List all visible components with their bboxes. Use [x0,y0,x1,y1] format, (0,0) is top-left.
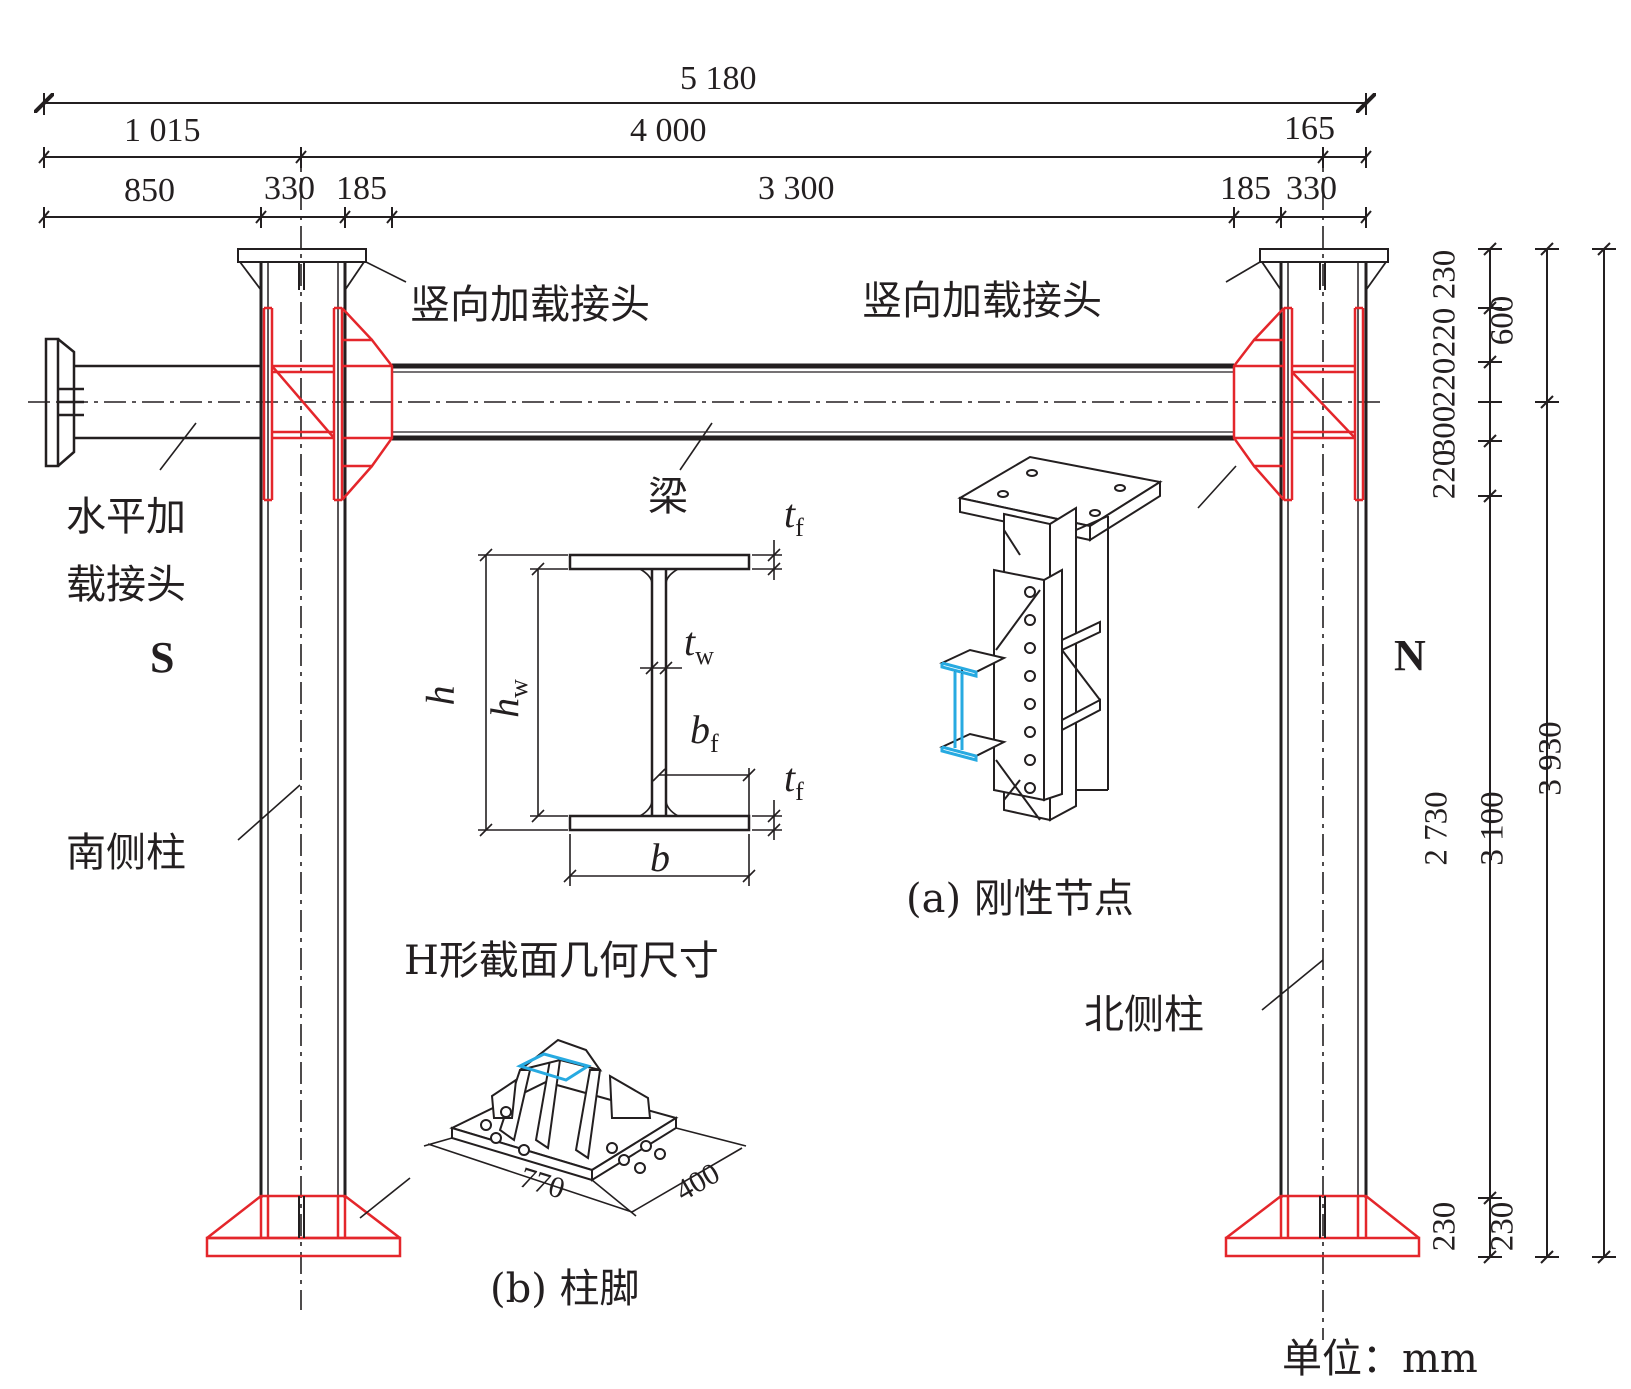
var-tf-bottom: tf [784,755,804,806]
column-base-3d-sketch [449,1038,679,1182]
dim-upper-1: 220 [1426,307,1463,358]
dim-beam-clear: 3 300 [758,170,835,207]
var-hw: hw [481,679,533,718]
leader-lines [159,261,1324,1219]
dim-total-height: 3 930 [1532,721,1569,796]
dim-base-plate-2: 230 [1484,1201,1521,1252]
dim-base-plate: 230 [1426,1201,1463,1252]
section-title: H形截面几何尺寸 [404,938,719,984]
base-width-label: 400 [670,1157,725,1208]
north-column [1259,248,1389,1198]
north-label: N [1394,631,1426,680]
horizontal-joint-label-2: 载接头 [66,562,186,608]
vertical-joint-label-n: 竖向加载接头 [862,278,1102,324]
vertical-joint-label-s: 竖向加载接头 [410,282,650,328]
dim-col-width-s: 330 [264,170,315,207]
centre-lines [28,150,1380,1340]
dim-span: 4 000 [630,112,707,149]
dim-column-height: 3 100 [1474,791,1511,866]
base-web-lines [298,1196,1326,1238]
dim-gap-n: 185 [1220,170,1271,207]
south-column-label: 南侧柱 [66,830,186,876]
beam-label: 梁 [648,474,688,520]
dim-column-clear: 2 730 [1418,791,1455,866]
dim-left-offset: 1 015 [124,112,201,149]
column-base-dims [423,1127,747,1217]
var-bf: bf [690,707,719,758]
horizontal-joint-label-1: 水平加 [66,494,186,540]
dim-joint-height: 600 [1484,295,1521,346]
column-base-caption: (b) 柱脚 [490,1266,640,1312]
var-h: h [417,685,463,706]
dim-right-offset: 165 [1284,110,1335,147]
dimension-lines-top [39,93,1371,228]
var-b: b [650,835,670,880]
dim-left-edge: 850 [124,172,175,209]
north-column-base [1224,1194,1421,1258]
south-rigid-joint [262,306,394,502]
dim-top-plate: 230 [1426,249,1463,300]
dimension-lines-right [1478,242,1616,1264]
horizontal-loading-joint [44,337,261,468]
beam [392,363,1234,441]
rigid-joint-caption: (a) 刚性节点 [906,876,1134,922]
north-column-label: 北侧柱 [1084,992,1204,1038]
column-base-flange-highlight [515,1052,592,1082]
var-tf-top: tf [784,491,804,542]
south-column [237,248,367,1198]
dim-upper-2: 220 [1426,357,1463,408]
h-section-dims [478,540,782,886]
rigid-joint-flange-highlight [940,661,978,762]
unit-label: 单位：mm [1282,1336,1478,1382]
dim-total-width: 5 180 [680,60,757,97]
dim-lower-1: 220 [1426,449,1463,500]
dim-beam-depth: 300 [1426,405,1463,456]
dim-col-width-n: 330 [1286,170,1337,207]
north-rigid-joint [1232,306,1365,502]
rigid-joint-3d-sketch [957,455,1163,822]
h-section [568,553,751,832]
dim-gap-s: 185 [336,170,387,207]
var-tw: tw [684,619,714,670]
south-label: S [150,633,175,682]
